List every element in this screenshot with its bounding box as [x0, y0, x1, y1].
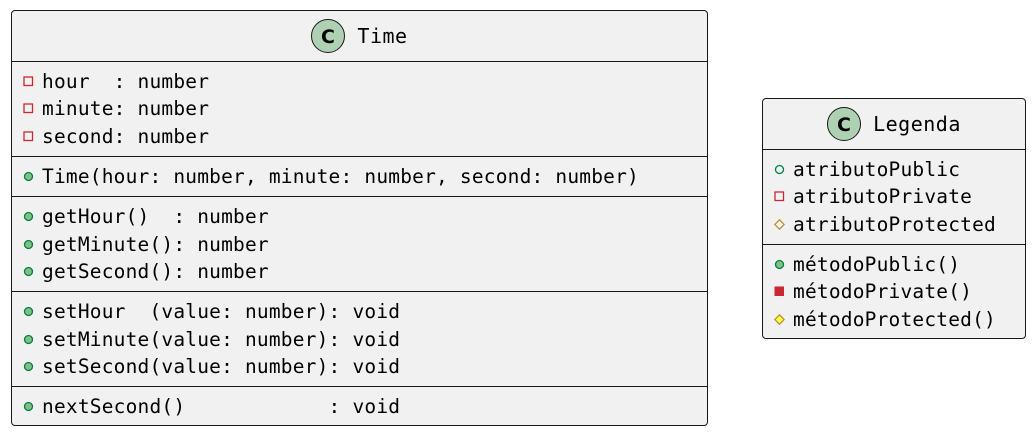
svg-text:C: C: [837, 114, 851, 135]
legend-attributes-section: atributoPublic atributoPrivate atributoPro…: [763, 150, 1025, 245]
member-row: atributoPrivate: [763, 183, 1025, 210]
member-row: setSecond(value: number): void: [12, 353, 707, 380]
member-row: métodoPublic(): [763, 251, 1025, 278]
member-text: setMinute(value: number): void: [42, 327, 401, 351]
member-row: atributoPublic: [763, 156, 1025, 183]
public-method-icon: [23, 401, 34, 412]
member-text: minute: number: [42, 97, 210, 121]
svg-text:C: C: [321, 26, 335, 47]
member-text: atributoPublic: [793, 158, 961, 182]
member-row: setMinute(value: number): void: [12, 325, 707, 352]
protected-method-icon: [774, 313, 785, 325]
member-row: getMinute(): number: [12, 230, 707, 257]
public-field-icon: [774, 164, 785, 175]
member-text: getSecond(): number: [42, 259, 269, 283]
public-method-icon: [774, 259, 785, 270]
class-badge-icon: C: [827, 107, 862, 141]
private-field-icon: [23, 103, 34, 114]
member-text: métodoPublic(): [793, 253, 961, 277]
member-row: métodoProtected(): [763, 305, 1025, 332]
member-row: getSecond(): number: [12, 258, 707, 285]
member-text: setSecond(value: number): void: [42, 354, 401, 378]
time-class-name: Time: [357, 24, 408, 48]
private-field-icon: [23, 131, 34, 142]
public-method-icon: [23, 239, 34, 250]
member-text: atributoPrivate: [793, 185, 973, 209]
member-text: setHour (value: number): void: [42, 300, 401, 324]
class-badge-icon: C: [311, 19, 346, 53]
member-text: second: number: [42, 124, 210, 148]
legend-class-name: Legenda: [873, 112, 961, 136]
time-setters-section: setHour (value: number): void setMinute(v…: [12, 292, 707, 387]
protected-field-icon: [774, 218, 785, 230]
member-row: atributoProtected: [763, 211, 1025, 238]
time-constructor-section: Time(hour: number, minute: number, secon…: [12, 157, 707, 198]
member-row: Time(hour: number, minute: number, secon…: [12, 163, 707, 190]
public-method-icon: [23, 211, 34, 222]
public-method-icon: [23, 361, 34, 372]
private-field-icon: [774, 191, 785, 202]
public-method-icon: [23, 334, 34, 345]
member-row: nextSecond() : void: [12, 393, 707, 420]
time-others-section: nextSecond() : void: [12, 387, 707, 426]
member-row: minute: number: [12, 95, 707, 122]
member-row: setHour (value: number): void: [12, 298, 707, 325]
time-class-header: C Time: [12, 11, 707, 62]
private-method-icon: [774, 286, 785, 297]
member-text: Time(hour: number, minute: number, secon…: [42, 165, 639, 189]
member-row: second: number: [12, 123, 707, 150]
time-getters-section: getHour() : number getMinute(): number get…: [12, 197, 707, 293]
member-text: atributoProtected: [793, 212, 996, 236]
member-text: hour : number: [42, 70, 210, 94]
member-text: getMinute(): number: [42, 232, 269, 256]
private-field-icon: [23, 76, 34, 87]
public-method-icon: [23, 171, 34, 182]
public-method-icon: [23, 266, 34, 277]
member-text: métodoPrivate(): [793, 280, 973, 304]
member-row: getHour() : number: [12, 203, 707, 230]
legend-methods-section: métodoPublic() métodoPrivate() métodoProte…: [763, 245, 1025, 339]
member-text: nextSecond() : void: [42, 395, 401, 419]
member-row: métodoPrivate(): [763, 278, 1025, 305]
time-fields-section: hour : number minute: number second: numbe…: [12, 62, 707, 157]
legend-class-header: C Legenda: [763, 99, 1025, 150]
member-row: hour : number: [12, 68, 707, 95]
member-text: getHour() : number: [42, 205, 269, 229]
time-class-box: C Time hour : number minute: number second…: [11, 10, 708, 426]
public-method-icon: [23, 306, 34, 317]
member-text: métodoProtected(): [793, 307, 996, 331]
